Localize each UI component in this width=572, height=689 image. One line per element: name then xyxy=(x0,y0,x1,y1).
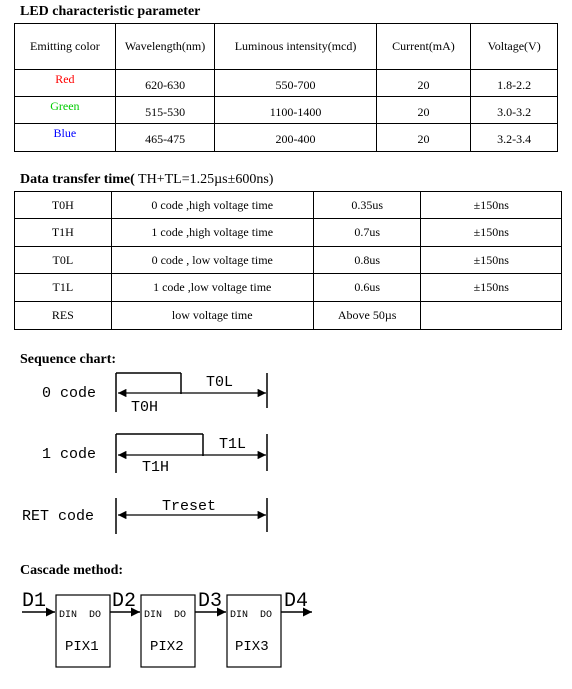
pix1-label: PIX1 xyxy=(65,639,99,655)
color-cell: Red xyxy=(14,69,116,97)
table-cell: T1L xyxy=(14,273,112,302)
table-cell: 620-630 xyxy=(114,69,216,97)
t1h-label: T1H xyxy=(142,459,169,476)
zero-code-waveform xyxy=(115,372,268,412)
transfer-section-title: Data transfer time( TH+TL=1.25µs±600ns) xyxy=(20,172,273,188)
pix2-label: PIX2 xyxy=(150,639,184,655)
header-cell: Voltage(V) xyxy=(470,23,558,70)
header-cell: Wavelength(nm) xyxy=(114,23,216,70)
ret-code-label: RET code xyxy=(22,508,94,525)
zero-code-label: 0 code xyxy=(42,385,96,402)
t1l-label: T1L xyxy=(219,436,246,453)
pix2-box xyxy=(140,594,196,668)
table-header-row: Emitting color Wavelength(nm) Luminous i… xyxy=(14,23,558,70)
table-cell: ±150ns xyxy=(420,246,562,274)
table-cell: T0H xyxy=(14,191,112,219)
d2-label: D2 xyxy=(112,590,136,613)
d4-label: D4 xyxy=(284,590,308,613)
transfer-title-bold: Data transfer time( xyxy=(20,172,135,187)
pix2-do: DO xyxy=(174,610,186,621)
table-cell: 20 xyxy=(375,96,472,124)
table-cell: Above 50µs xyxy=(312,301,422,330)
t0l-label: T0L xyxy=(206,374,233,391)
d1-label: D1 xyxy=(22,590,46,613)
table-cell: 0.7us xyxy=(312,218,422,247)
table-cell: RES xyxy=(14,301,112,330)
table-cell: 1.8-2.2 xyxy=(470,69,558,97)
header-cell: Current(mA) xyxy=(375,23,472,70)
table-row: T0L 0 code , low voltage time 0.8us ±150… xyxy=(14,246,562,274)
table-cell: 1 code ,high voltage time xyxy=(110,218,314,247)
table-row: RES low voltage time Above 50µs xyxy=(14,301,562,330)
table-cell: T1H xyxy=(14,218,112,247)
table-cell: 515-530 xyxy=(114,96,216,124)
table-cell: 550-700 xyxy=(214,69,377,97)
pix2-din: DIN xyxy=(144,610,162,621)
one-code-waveform xyxy=(115,433,268,473)
table-row: Red 620-630 550-700 20 1.8-2.2 xyxy=(14,69,558,97)
sequence-chart: 0 code T0H T0L 1 code T1H T1L RET code T… xyxy=(22,372,268,534)
color-cell: Green xyxy=(14,96,116,124)
pix1-do: DO xyxy=(89,610,101,621)
led-section-title: LED characteristic parameter xyxy=(20,4,201,19)
led-parameter-table: Emitting color Wavelength(nm) Luminous i… xyxy=(14,23,558,152)
table-cell: T0L xyxy=(14,246,112,274)
table-row: Green 515-530 1100-1400 20 3.0-3.2 xyxy=(14,96,558,124)
pix3-label: PIX3 xyxy=(235,639,269,655)
table-cell: 465-475 xyxy=(114,123,216,152)
table-cell: 1100-1400 xyxy=(214,96,377,124)
pix3-do: DO xyxy=(260,610,272,621)
table-cell xyxy=(420,301,562,330)
transfer-title-rest: TH+TL=1.25µs±600ns) xyxy=(134,172,274,187)
cascade-diagram: D1 DIN DO PIX1 D2 DIN DO PIX2 D3 DIN DO … xyxy=(22,590,312,668)
table-row: T1L 1 code ,low voltage time 0.6us ±150n… xyxy=(14,273,562,302)
table-cell: 0.8us xyxy=(312,246,422,274)
pix1-din: DIN xyxy=(59,610,77,621)
table-cell: ±150ns xyxy=(420,273,562,302)
pix3-din: DIN xyxy=(230,610,248,621)
header-cell: Emitting color xyxy=(14,23,116,70)
table-cell: ±150ns xyxy=(420,218,562,247)
table-row: Blue 465-475 200-400 20 3.2-3.4 xyxy=(14,123,558,152)
table-cell: 20 xyxy=(375,123,472,152)
table-cell: 0 code ,high voltage time xyxy=(110,191,314,219)
table-cell: 0.35us xyxy=(312,191,422,219)
table-row: T0H 0 code ,high voltage time 0.35us ±15… xyxy=(14,191,562,219)
cascade-section-title: Cascade method: xyxy=(20,563,124,578)
table-cell: 200-400 xyxy=(214,123,377,152)
transfer-time-table: T0H 0 code ,high voltage time 0.35us ±15… xyxy=(14,191,562,330)
table-cell: 3.2-3.4 xyxy=(470,123,558,152)
one-code-label: 1 code xyxy=(42,446,96,463)
table-cell: 0 code , low voltage time xyxy=(110,246,314,274)
d3-label: D3 xyxy=(198,590,222,613)
table-cell: 3.0-3.2 xyxy=(470,96,558,124)
table-cell: 1 code ,low voltage time xyxy=(110,273,314,302)
pix3-box xyxy=(226,594,282,668)
t0h-label: T0H xyxy=(131,399,158,416)
table-row: T1H 1 code ,high voltage time 0.7us ±150… xyxy=(14,218,562,247)
sequence-section-title: Sequence chart: xyxy=(20,352,117,367)
table-cell: 20 xyxy=(375,69,472,97)
table-cell: ±150ns xyxy=(420,191,562,219)
header-cell: Luminous intensity(mcd) xyxy=(214,23,377,70)
pix1-box xyxy=(55,594,111,668)
color-cell: Blue xyxy=(14,123,116,152)
table-cell: low voltage time xyxy=(110,301,314,330)
treset-label: Treset xyxy=(162,498,216,515)
ret-code-waveform xyxy=(115,498,268,534)
table-cell: 0.6us xyxy=(312,273,422,302)
